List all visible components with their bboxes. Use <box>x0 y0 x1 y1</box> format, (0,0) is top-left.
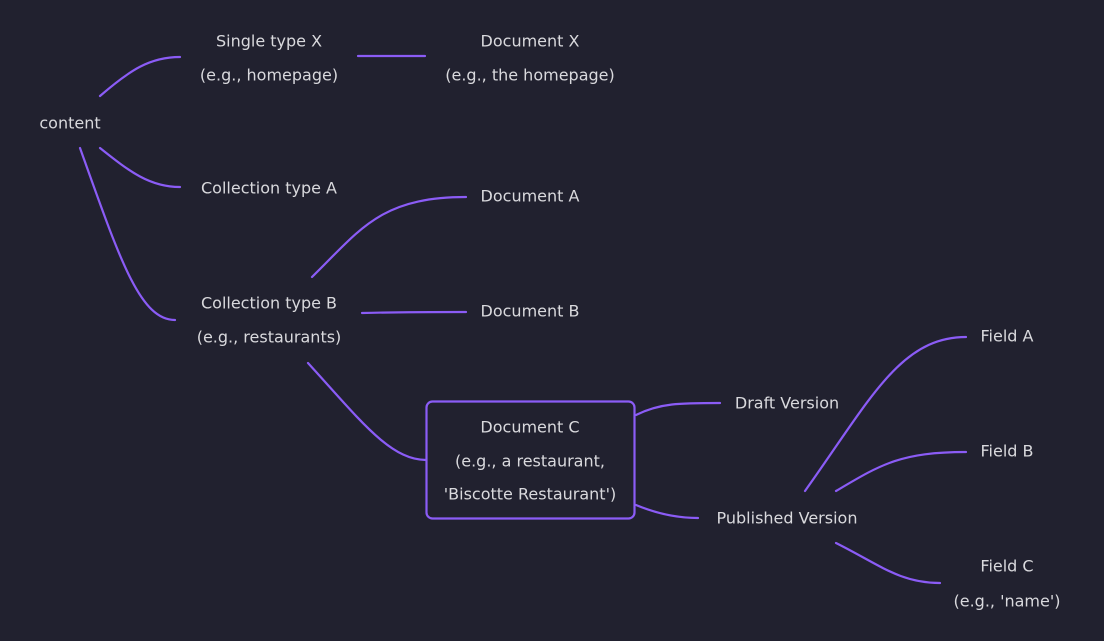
edge-content-single-type-x <box>98 55 182 98</box>
node-collection-type-b: Collection type B <box>201 294 337 313</box>
node-collection-type-a: Collection type A <box>201 179 337 198</box>
node-single-type-x-example: (e.g., homepage) <box>200 66 338 85</box>
edge-published-field-c <box>834 541 942 585</box>
edge-collection-b-document-c <box>306 361 428 462</box>
node-document-c-example-name: 'Biscotte Restaurant') <box>444 485 616 504</box>
node-document-x-example: (e.g., the homepage) <box>445 66 615 85</box>
edges <box>78 54 968 585</box>
edge-document-c-published <box>634 503 700 520</box>
edge-collection-b-document-b <box>360 310 468 315</box>
node-field-a: Field A <box>981 327 1034 346</box>
edge-content-collection-type-b <box>78 146 177 322</box>
edge-published-field-a <box>803 335 968 493</box>
nodes: content Single type X (e.g., homepage) D… <box>39 32 1060 611</box>
node-field-b: Field B <box>981 442 1034 461</box>
edge-published-field-b <box>834 450 968 493</box>
node-field-c: Field C <box>980 557 1033 576</box>
node-collection-type-b-example: (e.g., restaurants) <box>197 328 342 347</box>
node-published-version: Published Version <box>717 509 858 528</box>
node-document-x: Document X <box>481 32 580 51</box>
edge-content-collection-type-a <box>98 146 182 189</box>
node-field-c-example: (e.g., 'name') <box>954 592 1061 611</box>
node-content: content <box>39 114 100 133</box>
edge-document-c-draft <box>634 401 722 417</box>
node-document-c-example: (e.g., a restaurant, <box>455 452 605 471</box>
edge-collection-b-document-a <box>310 195 468 279</box>
node-draft-version: Draft Version <box>735 394 839 413</box>
document-c-box <box>425 400 636 520</box>
node-document-b: Document B <box>481 302 580 321</box>
node-document-a: Document A <box>481 187 580 206</box>
node-document-c: Document C <box>480 418 579 437</box>
node-single-type-x: Single type X <box>216 32 322 51</box>
